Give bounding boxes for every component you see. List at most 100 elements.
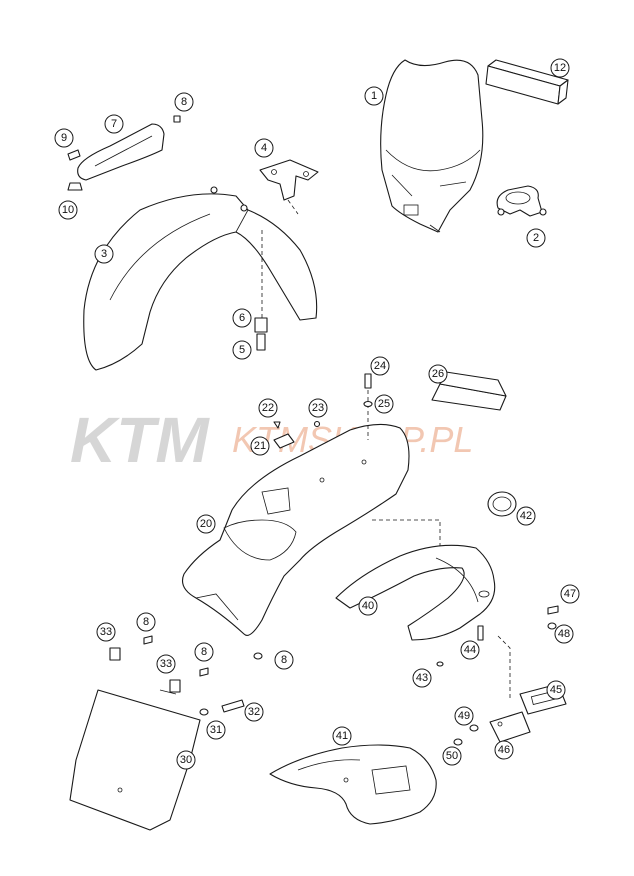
part-headlight-mask [380, 59, 484, 233]
callout-8: 8 [174, 92, 194, 112]
svg-text:25: 25 [378, 398, 390, 410]
svg-text:33: 33 [160, 658, 172, 670]
part-headlight-bracket [496, 185, 547, 217]
callout-23: 23 [308, 398, 328, 418]
part-foam-strips [431, 371, 507, 411]
callout-33-a: 33 [96, 622, 116, 642]
svg-text:8: 8 [143, 616, 149, 628]
part-rear-fender [181, 423, 410, 636]
part-tail-cover [269, 744, 437, 825]
svg-text:42: 42 [520, 510, 532, 522]
callout-9: 9 [54, 128, 74, 148]
callout-40: 40 [358, 596, 378, 616]
svg-text:24: 24 [374, 360, 386, 372]
callout-31: 31 [206, 720, 226, 740]
callout-8-c: 8 [194, 642, 214, 662]
svg-text:21: 21 [254, 440, 266, 452]
guide-line-4 [287, 199, 299, 215]
callout-25: 25 [374, 394, 394, 414]
callout-42: 42 [516, 506, 536, 526]
part-screw-top [173, 115, 181, 123]
svg-text:30: 30 [180, 754, 192, 766]
callout-2: 2 [526, 228, 546, 248]
part-nut-50 [453, 738, 463, 746]
callout-10: 10 [58, 200, 78, 220]
watermark-logo: KTM [70, 404, 210, 476]
svg-text:46: 46 [498, 744, 510, 756]
part-nut-10 [67, 182, 83, 191]
part-fender-bracket [259, 159, 319, 201]
svg-text:44: 44 [464, 644, 476, 656]
svg-text:48: 48 [558, 628, 570, 640]
part-screw-24 [364, 373, 372, 389]
callout-45: 45 [546, 680, 566, 700]
part-fender-lower [335, 544, 496, 641]
svg-text:41: 41 [336, 730, 348, 742]
svg-text:7: 7 [111, 118, 117, 130]
callout-26: 26 [428, 364, 448, 384]
callout-21: 21 [250, 436, 270, 456]
callout-48: 48 [554, 624, 574, 644]
callout-49: 49 [454, 706, 474, 726]
part-screw-8c [199, 667, 209, 677]
svg-text:22: 22 [262, 402, 274, 414]
callout-1: 1 [364, 86, 384, 106]
part-foam-block [485, 59, 569, 105]
svg-text:31: 31 [210, 724, 222, 736]
part-front-plate [77, 123, 165, 181]
callout-41: 41 [332, 726, 352, 746]
callout-30: 30 [176, 750, 196, 770]
guide-line-40 [372, 519, 441, 548]
callout-3: 3 [94, 244, 114, 264]
part-screw-8d [253, 652, 263, 660]
callout-46: 46 [494, 740, 514, 760]
callout-4: 4 [254, 138, 274, 158]
part-spacer [254, 317, 268, 333]
svg-text:43: 43 [416, 672, 428, 684]
svg-text:8: 8 [201, 646, 207, 658]
part-bolt-47 [547, 605, 559, 615]
callout-24: 24 [370, 356, 390, 376]
callout-7: 7 [104, 114, 124, 134]
part-screw-22 [273, 421, 281, 429]
part-washer-31 [199, 708, 209, 716]
svg-text:9: 9 [61, 132, 67, 144]
svg-text:8: 8 [181, 96, 187, 108]
svg-text:32: 32 [248, 706, 260, 718]
svg-text:6: 6 [239, 312, 245, 324]
part-rear-plate [69, 689, 201, 831]
callout-22: 22 [258, 398, 278, 418]
part-screw-23 [313, 420, 321, 428]
part-washer-49 [469, 724, 479, 732]
svg-text:8: 8 [281, 654, 287, 666]
svg-text:20: 20 [200, 518, 212, 530]
part-screw-9 [67, 149, 81, 161]
svg-text:4: 4 [261, 142, 267, 154]
callout-50: 50 [442, 746, 462, 766]
callout-44: 44 [460, 640, 480, 660]
part-clip-21 [273, 433, 295, 449]
svg-text:47: 47 [564, 588, 576, 600]
callout-5: 5 [232, 340, 252, 360]
svg-text:10: 10 [62, 204, 74, 216]
callout-12: 12 [550, 58, 570, 78]
part-screw-8b [143, 635, 153, 645]
part-bolt-44 [477, 625, 484, 641]
callout-20: 20 [196, 514, 216, 534]
part-front-fender [83, 186, 318, 371]
part-washer-25 [363, 400, 373, 408]
svg-text:33: 33 [100, 626, 112, 638]
callout-47: 47 [560, 584, 580, 604]
callout-43: 43 [412, 668, 432, 688]
callout-32: 32 [244, 702, 264, 722]
part-clip-33b [169, 679, 181, 693]
svg-text:23: 23 [312, 402, 324, 414]
part-reflector-holder [489, 711, 531, 743]
svg-text:40: 40 [362, 600, 374, 612]
callout-8-d: 8 [274, 650, 294, 670]
callouts: 1 2 3 4 5 6 7 8 9 10 12 20 21 22 23 24 2… [54, 58, 580, 770]
callout-8-b: 8 [136, 612, 156, 632]
svg-text:12: 12 [554, 62, 566, 74]
svg-text:50: 50 [446, 750, 458, 762]
